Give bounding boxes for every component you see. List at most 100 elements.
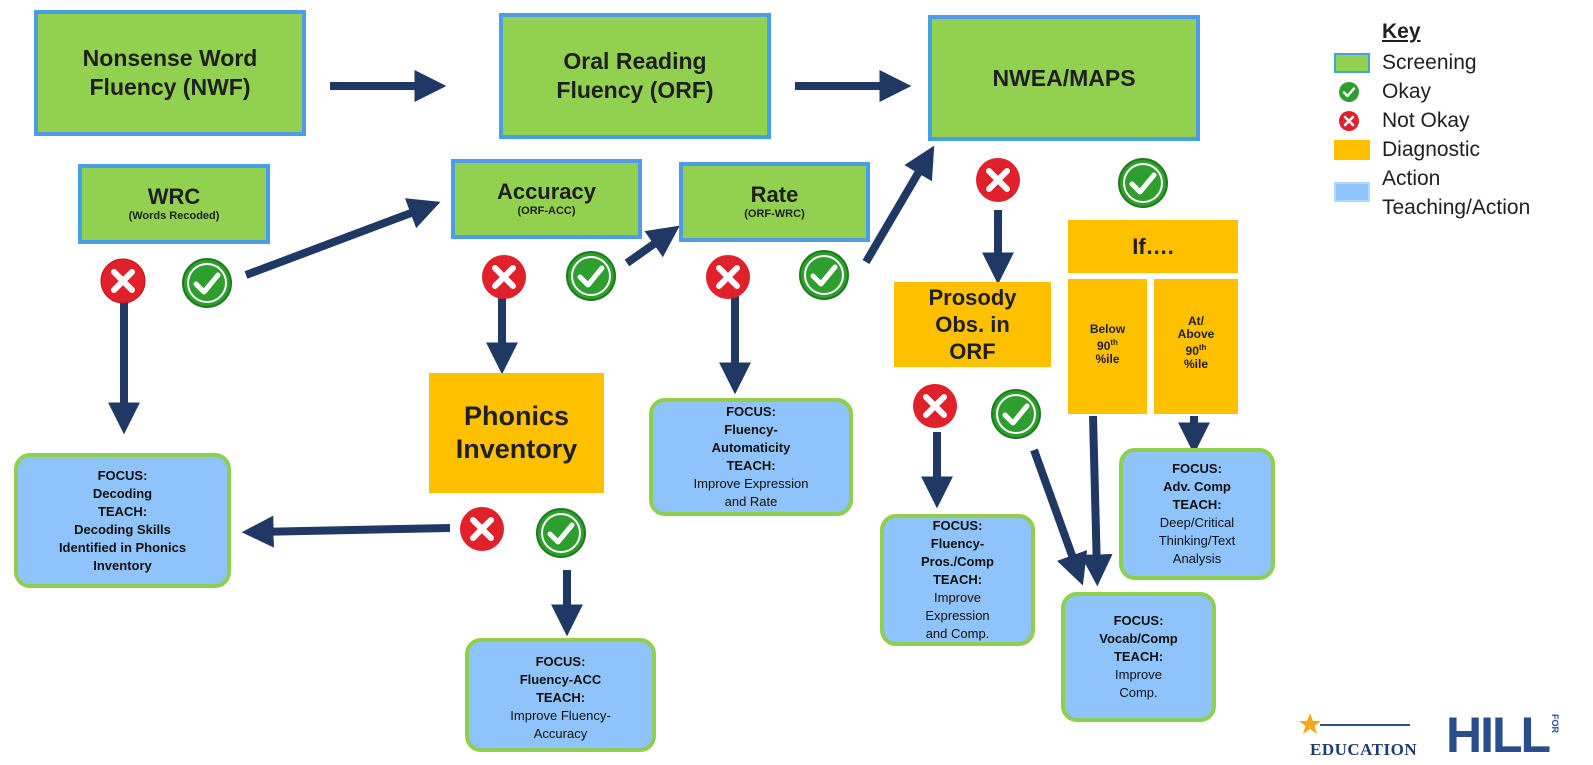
hill-for-literacy-logo: HILL FOR bbox=[1446, 708, 1566, 763]
x-icon bbox=[482, 255, 526, 299]
legend-label-okay: Okay bbox=[1382, 80, 1432, 103]
prosody-line2: Obs. in bbox=[935, 312, 1010, 337]
education-logo-rule bbox=[1320, 724, 1410, 726]
check-icon bbox=[1339, 82, 1359, 102]
wrc-sub: (Words Recoded) bbox=[128, 210, 220, 222]
x-icon bbox=[913, 384, 957, 428]
wrc-title: WRC bbox=[147, 184, 201, 209]
below-line2: 90th bbox=[1097, 338, 1118, 353]
check-icon bbox=[1118, 158, 1168, 208]
above-line1: At/ bbox=[1188, 314, 1204, 328]
fluency-auto-teach: TEACH: bbox=[726, 458, 776, 473]
arrow-accuracy-okay-to-rate bbox=[624, 225, 680, 267]
vocab-focus-val: Vocab/Comp bbox=[1099, 631, 1178, 646]
decoding-teach: TEACH: bbox=[97, 503, 148, 519]
nwf-line2: Fluency (NWF) bbox=[89, 74, 251, 100]
fluency-auto-focus-val1: Fluency- bbox=[724, 422, 778, 437]
adv-teach-val3: Analysis bbox=[1172, 551, 1222, 566]
decoding-teach-val3: Inventory bbox=[93, 557, 152, 573]
action-fluency-acc: FOCUS: Fluency-ACC TEACH: Improve Fluenc… bbox=[465, 638, 656, 752]
decoding-focus-val: Decoding bbox=[92, 485, 153, 501]
fluency-auto-focus-val2: Automaticity bbox=[711, 440, 791, 455]
pros-teach-val1: Improve bbox=[934, 590, 981, 605]
check-icon bbox=[799, 250, 849, 300]
x-icon bbox=[100, 258, 146, 304]
pros-teach-val3: and Comp. bbox=[925, 626, 990, 641]
action-swatch bbox=[1334, 182, 1370, 202]
arrow-phonics-notokay-to-decoding bbox=[241, 515, 451, 548]
prosody-line1: Prosody bbox=[928, 285, 1017, 310]
education-logo-text: EDUCATION bbox=[1310, 740, 1418, 759]
legend-item-action: Action bbox=[1330, 166, 1590, 202]
vocab-teach: TEACH: bbox=[1113, 649, 1164, 664]
legend-item-diagnostic: Diagnostic bbox=[1330, 137, 1590, 163]
education-logo: EDUCATION bbox=[1298, 712, 1418, 762]
adv-focus-val: Adv. Comp bbox=[1163, 479, 1231, 494]
accuracy-title: Accuracy bbox=[496, 179, 597, 204]
screening-nwf: Nonsense Word Fluency (NWF) bbox=[34, 10, 306, 136]
fluency-auto-teach-val1: Improve Expression bbox=[693, 476, 809, 491]
diagnostic-phonics: Phonics Inventory bbox=[429, 373, 604, 493]
decoding-teach-val1: Decoding Skills bbox=[74, 521, 171, 537]
vocab-focus: FOCUS: bbox=[1113, 613, 1164, 628]
decoding-teach-val2: Identified in Phonics bbox=[58, 539, 187, 555]
screening-rate: Rate (ORF-WRC) bbox=[679, 162, 870, 242]
check-icon bbox=[991, 389, 1041, 439]
screening-accuracy: Accuracy (ORF-ACC) bbox=[451, 159, 642, 239]
action-decoding: FOCUS: Decoding TEACH: Decoding Skills I… bbox=[14, 453, 231, 588]
pros-teach-val2: Expression bbox=[925, 608, 990, 623]
above-line3: 90th bbox=[1185, 343, 1207, 358]
legend-label-action: Action bbox=[1382, 167, 1441, 190]
arrow-wrc-okay-to-accuracy bbox=[244, 198, 441, 279]
fluency-auto-focus: FOCUS: bbox=[726, 404, 776, 419]
diagnostic-below-90th: Below 90th %ile bbox=[1068, 279, 1147, 414]
vocab-teach-val2: Comp. bbox=[1119, 685, 1158, 700]
x-icon bbox=[460, 507, 504, 551]
rate-title: Rate bbox=[750, 182, 799, 207]
pros-teach: TEACH: bbox=[932, 572, 983, 587]
screening-swatch bbox=[1334, 53, 1370, 73]
fluency-acc-teach: TEACH: bbox=[535, 690, 586, 705]
arrow-prosody-okay-to-vocab bbox=[1030, 448, 1088, 586]
action-adv-comp: FOCUS: Adv. Comp TEACH: Deep/Critical Th… bbox=[1119, 448, 1275, 580]
fluency-auto-teach-val2: and Rate bbox=[724, 494, 778, 509]
check-icon bbox=[536, 508, 586, 558]
accuracy-sub: (ORF-ACC) bbox=[517, 205, 576, 217]
if-label: If…. bbox=[1132, 233, 1174, 259]
phonics-line1: Phonics bbox=[463, 401, 570, 431]
fluency-acc-teach-val1: Improve Fluency- bbox=[510, 708, 611, 723]
legend-label-diagnostic: Diagnostic bbox=[1382, 138, 1481, 161]
phonics-line2: Inventory bbox=[455, 434, 578, 464]
star-icon bbox=[1299, 713, 1321, 734]
diagnostic-above-90th: At/ Above 90th %ile bbox=[1154, 279, 1238, 414]
hill-logo-for-text: FOR bbox=[1550, 714, 1560, 733]
prosody-line3: ORF bbox=[949, 339, 996, 364]
fluency-acc-focus: FOCUS: bbox=[535, 654, 586, 669]
orf-line1: Oral Reading bbox=[563, 48, 707, 74]
x-icon bbox=[1339, 111, 1359, 131]
screening-nwea: NWEA/MAPS bbox=[928, 15, 1200, 141]
legend: Key Screening Okay Not Okay Diagnostic A… bbox=[1330, 20, 1590, 230]
rate-sub: (ORF-WRC) bbox=[744, 208, 805, 220]
fluency-acc-teach-val2: Accuracy bbox=[533, 726, 588, 741]
hill-logo-text: HILL bbox=[1446, 707, 1551, 763]
above-line2: Above bbox=[1177, 327, 1215, 341]
legend-label-not-okay: Not Okay bbox=[1382, 109, 1470, 132]
legend-label-teaching-action: Teaching/Action bbox=[1382, 196, 1531, 219]
below-line3: %ile bbox=[1095, 352, 1120, 366]
vocab-teach-val1: Improve bbox=[1115, 667, 1162, 682]
legend-item-not-okay: Not Okay bbox=[1330, 108, 1590, 134]
action-fluency-automaticity: FOCUS: Fluency- Automaticity TEACH: Impr… bbox=[649, 398, 853, 516]
pros-focus-val1: Fluency- bbox=[930, 536, 985, 551]
x-icon bbox=[976, 158, 1020, 202]
arrow-rate-okay-to-nwea bbox=[862, 145, 935, 265]
adv-focus: FOCUS: bbox=[1172, 461, 1222, 476]
above-line4: %ile bbox=[1183, 357, 1208, 371]
orf-line2: Fluency (ORF) bbox=[556, 77, 714, 103]
legend-item-teaching-action: Teaching/Action bbox=[1330, 195, 1590, 221]
x-icon bbox=[706, 255, 750, 299]
nwea-label: NWEA/MAPS bbox=[992, 64, 1136, 91]
pros-focus: FOCUS: bbox=[932, 518, 983, 533]
fluency-acc-focus-val: Fluency-ACC bbox=[519, 672, 602, 687]
adv-teach: TEACH: bbox=[1172, 497, 1222, 512]
